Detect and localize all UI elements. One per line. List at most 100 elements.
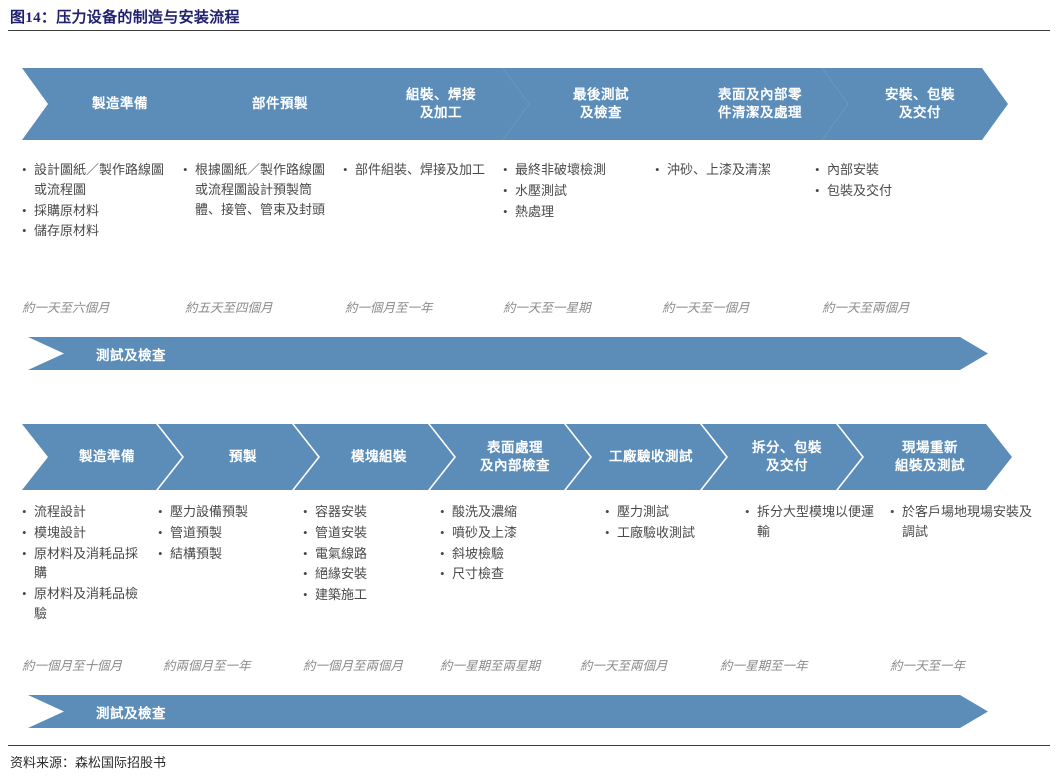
list-item: •模塊設計	[22, 523, 146, 543]
duration-label-row1-6: 約一天至兩個月	[822, 301, 910, 315]
list-item: • 電氣線路	[303, 544, 427, 564]
source-note: 资料来源：森松国际招股书	[10, 755, 167, 770]
list-item: •壓力設備預製	[158, 502, 292, 522]
list-item-label: 設計圖紙／製作路線圖或流程圖	[34, 162, 165, 197]
process-step-label: 表面及內部零件清潔及處理	[718, 86, 802, 120]
list-item: •於客戶場地現場安裝及調試	[890, 502, 1040, 542]
list-item: •包裝及交付	[815, 181, 975, 201]
list-item-label: 原材料及消耗品採購	[34, 545, 139, 581]
bullet-dot-icon: •	[303, 587, 308, 602]
list-item-label: 水壓測試	[515, 182, 568, 198]
list-item: •最終非破壞檢測	[503, 160, 653, 180]
list-item-label: 噴砂及上漆	[452, 524, 518, 540]
process-step-row2-3[interactable]: 模塊組裝	[294, 424, 454, 490]
bullet-dot-icon: •	[503, 203, 508, 219]
list-item: •斜坡檢驗	[440, 544, 590, 564]
bullet-column-row1-6: •內部安裝•包裝及交付	[815, 160, 975, 202]
list-item: • 水壓測試	[503, 181, 653, 201]
list-item-label: 原材料及消耗品檢驗	[34, 586, 139, 621]
testing-bar-label: 測試及檢查	[96, 705, 166, 721]
list-item-label: 電氣線路	[315, 545, 368, 561]
process-step-label: 表面處理及內部檢查	[480, 439, 550, 473]
process-step-row1-6[interactable]: 安裝、包裝及交付	[822, 68, 1008, 140]
duration-label-row2-2: 約兩個月至一年	[163, 659, 251, 673]
duration-label-row1-3: 約一個月至一年	[345, 301, 433, 315]
list-item: •採購原材料	[22, 201, 172, 221]
list-item-label: 於客戶場地現場安裝及調試	[902, 504, 1033, 539]
process-step-row2-6[interactable]: 拆分、包裝及交付	[702, 424, 862, 490]
bullet-dot-icon: •	[158, 545, 163, 561]
list-item: • 原材料及消耗品檢驗	[22, 584, 146, 624]
testing-bar-row-1: 測試及檢查	[28, 337, 988, 370]
bullet-dot-icon: •	[503, 182, 508, 198]
list-item-label: 儲存原材料	[34, 223, 100, 239]
bullet-dot-icon: •	[22, 162, 27, 177]
list-item-label: 內部安裝	[827, 162, 880, 177]
duration-label-row2-1: 約一個月至十個月	[22, 659, 123, 673]
bullet-dot-icon: •	[815, 182, 820, 198]
duration-label-row2-6: 約一星期至一年	[720, 659, 808, 673]
list-item: •酸洗及濃縮	[440, 502, 590, 522]
process-step-label: 部件預製	[252, 95, 308, 111]
process-step-row2-2[interactable]: 預製	[158, 424, 318, 490]
bullet-dot-icon: •	[22, 223, 27, 239]
bullet-column-row1-2: •根據圖紙／製作路線圖或流程圖設計預製筒體、接管、管束及封頭	[183, 160, 333, 220]
list-item-label: 容器安裝	[315, 504, 368, 519]
process-step-row1-3[interactable]: 組裝、焊接及加工	[343, 68, 529, 140]
process-step-row1-1[interactable]: 製造準備	[22, 68, 208, 140]
duration-label-row2-4: 約一星期至兩星期	[440, 659, 541, 673]
duration-label-row1-4: 約一天至一星期	[503, 301, 591, 315]
bullet-dot-icon: •	[605, 524, 610, 540]
list-item: •尺寸檢查	[440, 564, 590, 584]
list-item: • 噴砂及上漆	[440, 523, 590, 543]
duration-label-row1-1: 約一天至六個月	[22, 301, 110, 315]
list-item-label: 斜坡檢驗	[452, 545, 505, 561]
process-step-row1-5[interactable]: 表面及內部零件清潔及處理	[662, 68, 848, 140]
bullet-dot-icon: •	[440, 524, 445, 540]
process-step-label: 製造準備	[79, 448, 135, 464]
list-item: •管道安裝	[303, 523, 427, 543]
list-item-label: 管道安裝	[315, 524, 368, 540]
process-step-label: 工廠驗收測試	[609, 448, 693, 464]
list-item-label: 工廠驗收測試	[617, 524, 696, 540]
bullet-dot-icon: •	[605, 504, 610, 519]
list-item: • 管道預製	[158, 523, 292, 543]
list-item: •熱處理	[503, 202, 653, 222]
list-item-label: 尺寸檢查	[452, 566, 505, 582]
duration-label-row2-3: 約一個月至兩個月	[303, 659, 404, 673]
bullet-column-row2-2: •壓力設備預製•管道預製•結構預製	[158, 502, 292, 564]
process-step-label: 最後測試及檢查	[573, 86, 629, 120]
bullet-column-row2-6: •拆分大型模塊以便運輸	[745, 502, 885, 543]
list-item: • 建築施工	[303, 585, 427, 605]
bullet-column-row2-1: •流程設計•模塊設計•原材料及消耗品採購•原材料及消耗品檢驗	[22, 502, 146, 625]
footer-divider	[8, 745, 1050, 746]
list-item-label: 拆分大型模塊以便運輸	[757, 504, 875, 539]
process-step-row2-1[interactable]: 製造準備	[22, 424, 182, 490]
bullet-dot-icon: •	[158, 524, 163, 540]
title-divider	[8, 30, 1050, 31]
bullet-dot-icon: •	[22, 524, 27, 540]
process-step-row2-7[interactable]: 現場重新組裝及測試	[838, 424, 1012, 490]
bullet-dot-icon: •	[158, 504, 163, 519]
bullet-dot-icon: •	[440, 504, 445, 519]
process-step-row2-4[interactable]: 表面處理及內部檢查	[430, 424, 590, 490]
process-step-row1-2[interactable]: 部件預製	[180, 68, 370, 140]
list-item: •內部安裝	[815, 160, 975, 180]
process-step-row1-4[interactable]: 最後測試及檢查	[503, 68, 689, 140]
bullet-column-row2-4: •酸洗及濃縮•噴砂及上漆•斜坡檢驗•尺寸檢查	[440, 502, 590, 585]
bullet-dot-icon: •	[343, 162, 348, 177]
list-item-label: 管道預製	[170, 524, 223, 540]
bullet-dot-icon: •	[22, 586, 27, 601]
list-item: •拆分大型模塊以便運輸	[745, 502, 885, 542]
list-item: •流程設計	[22, 502, 146, 522]
bullet-dot-icon: •	[303, 545, 308, 561]
list-item: •沖砂、上漆及清潔	[655, 160, 805, 180]
process-step-label: 拆分、包裝及交付	[752, 439, 822, 473]
bullet-column-row2-3: •容器安裝•管道安裝•電氣線路•絕緣安裝•建築施工	[303, 502, 427, 606]
testing-bar-label: 測試及檢查	[96, 347, 166, 363]
list-item: •原材料及消耗品採購	[22, 544, 146, 584]
list-item-label: 建築施工	[315, 587, 368, 602]
process-step-row2-5[interactable]: 工廠驗收測試	[566, 424, 726, 490]
bullet-dot-icon: •	[22, 504, 27, 519]
list-item-label: 沖砂、上漆及清潔	[667, 162, 772, 177]
